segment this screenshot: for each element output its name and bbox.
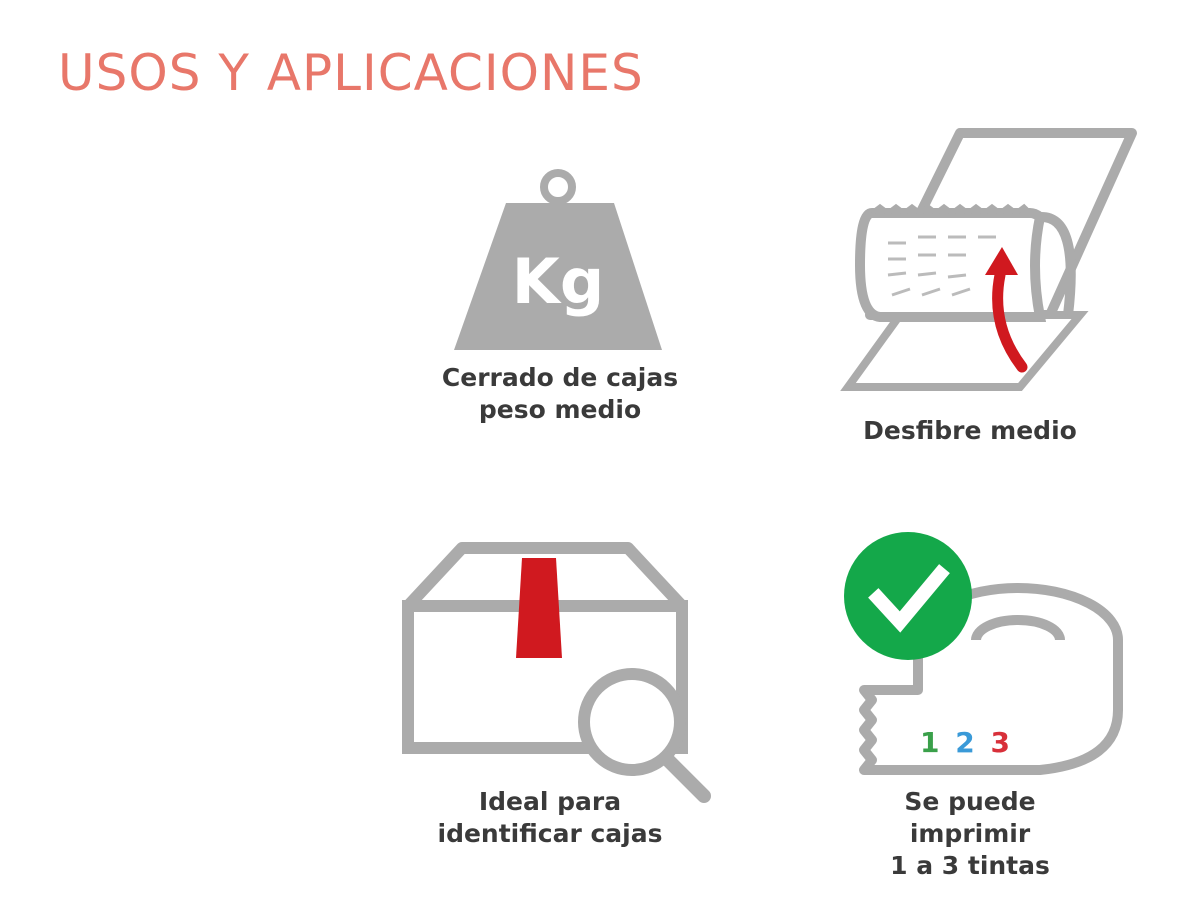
box-magnifier-icon <box>402 542 711 803</box>
caption-imprimir: Se puede imprimir 1 a 3 tintas <box>890 787 1050 880</box>
kg-weight-icon: Kg <box>454 169 662 350</box>
caption-cerrado-cajas: Cerrado de cajas peso medio <box>441 363 679 424</box>
caption-identificar: Ideal para identificar cajas <box>437 787 663 848</box>
print-number-2: 2 <box>955 726 974 759</box>
print-number-3: 3 <box>990 726 1009 759</box>
print-number-1: 1 <box>920 726 939 759</box>
kg-label: Kg <box>512 245 604 318</box>
page-title: USOS Y APLICACIONES <box>58 44 644 102</box>
svg-text:1 2 3: 1 2 3 <box>920 726 1010 759</box>
tape-peel-icon <box>840 128 1137 391</box>
printed-tape-roll-icon: 1 2 3 <box>844 532 1123 775</box>
caption-desfibre: Desfibre medio <box>863 416 1077 445</box>
